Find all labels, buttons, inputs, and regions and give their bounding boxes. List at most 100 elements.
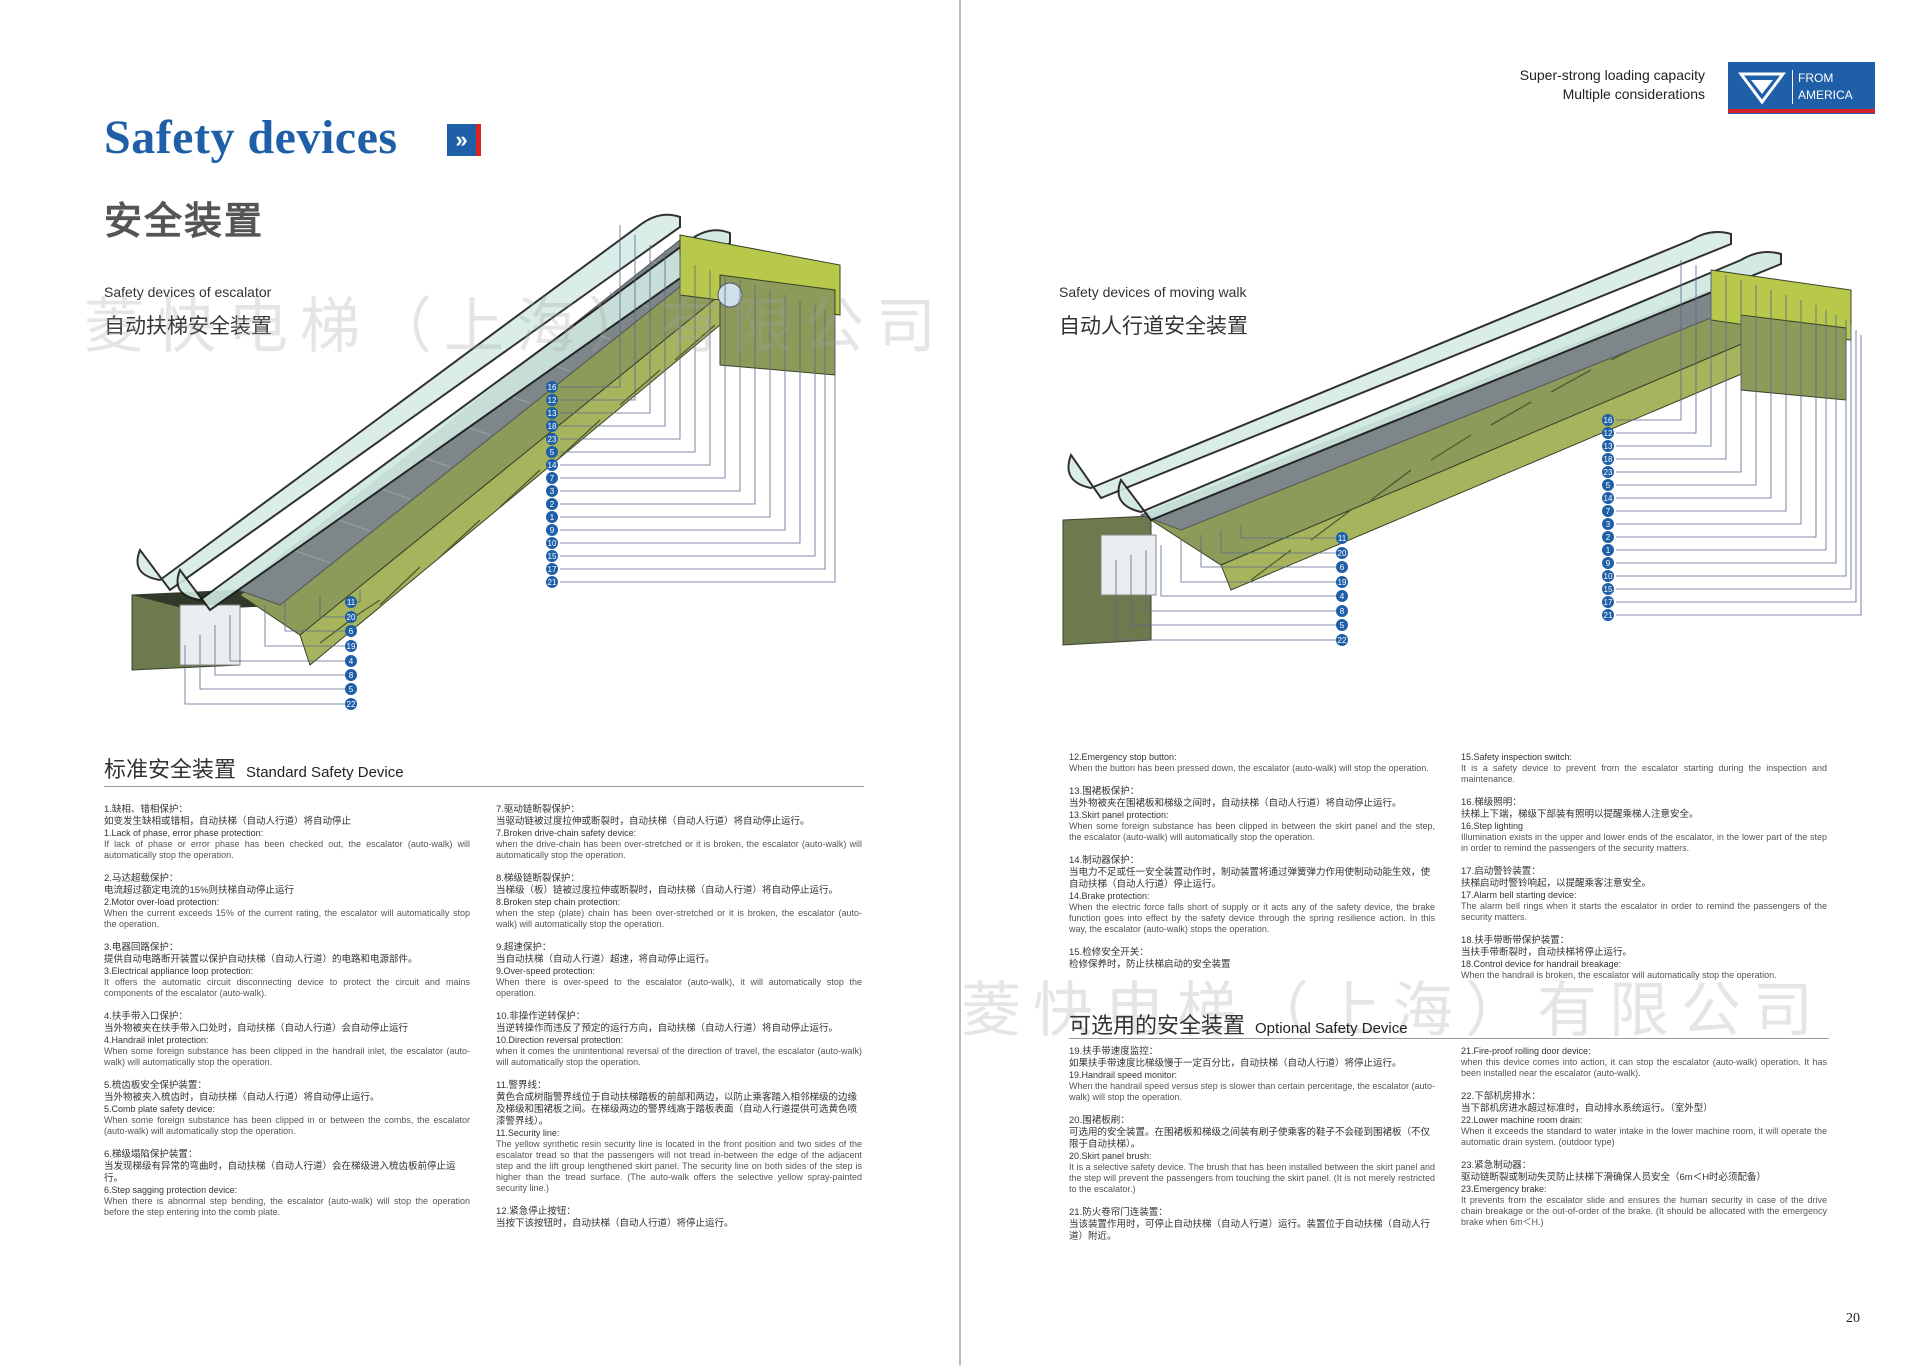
item-title-en: 19.Handrail speed monitor:: [1069, 1070, 1178, 1080]
item-desc-cn: 当梯级（板）链被过度拉伸或断裂时，自动扶梯（自动人行道）将自动停止运行。: [496, 885, 839, 896]
callout: 13: [1604, 442, 1613, 451]
callout: 16: [548, 383, 557, 392]
item-desc-en: If lack of phase or error phase has been…: [104, 839, 470, 860]
item-title-en: 23.Emergency brake:: [1461, 1184, 1547, 1194]
callout: 20: [1338, 549, 1347, 558]
section-title-cn: 可选用的安全装置: [1069, 1013, 1246, 1038]
item-desc-en: when the step (plate) chain has been ove…: [496, 908, 862, 929]
moving-walk-subtitle-en: Safety devices of moving walk: [1059, 284, 1247, 300]
section-rule: [104, 786, 864, 787]
item-title-cn: 2.马达超载保护：: [104, 873, 179, 884]
item-title-en: 15.Safety inspection switch:: [1461, 752, 1573, 762]
safety-item: 12.Emergency stop button:When the button…: [1069, 752, 1435, 774]
callout: 23: [1604, 468, 1613, 477]
item-desc-en: When the handrail speed versus step is s…: [1069, 1081, 1435, 1102]
item-desc-en: When there is abnormal step bending, the…: [104, 1196, 470, 1217]
right-page: Super-strong loading capacity Multiple c…: [961, 0, 1920, 1365]
callout: 17: [548, 565, 557, 574]
item-title-cn: 12.紧急停止按钮：: [496, 1206, 576, 1217]
item-desc-cn: 当发现梯级有异常的弯曲时，自动扶梯（自动人行道）会在梯级进入梳齿板前停止运行。: [104, 1161, 456, 1184]
item-desc-en: Illumination exists in the upper and low…: [1461, 832, 1827, 853]
callout: 22: [1338, 636, 1347, 645]
item-title-cn: 10.非操作逆转保护：: [496, 1011, 586, 1022]
item-desc-cn: 如果扶手带速度比梯级慢于一定百分比，自动扶梯（自动人行道）将停止运行。: [1069, 1058, 1402, 1069]
callout: 10: [1604, 572, 1613, 581]
item-desc-en: When the button has been pressed down, t…: [1069, 763, 1429, 773]
item-desc-cn: 扶梯上下端，梯级下部装有照明以提醒乘梯人注意安全。: [1461, 809, 1699, 820]
callout: 10: [548, 539, 557, 548]
callout: 21: [1604, 611, 1613, 620]
item-desc-en: When the electric force falls short of s…: [1069, 902, 1435, 934]
standard-col-3: 12.Emergency stop button:When the button…: [1069, 752, 1435, 983]
item-title-cn: 14.制动器保护：: [1069, 855, 1140, 866]
safety-item: 11.警界线：黄色合成树脂警界线位于自动扶梯踏板的前部和两边，以防止乘客踏入相邻…: [496, 1080, 862, 1194]
item-title-cn: 20.围裙板刷：: [1069, 1115, 1130, 1126]
logo-mark-icon: [1738, 72, 1786, 105]
callout: 14: [548, 461, 557, 470]
callout: 9: [550, 526, 555, 535]
lower-callouts: 11 20 6 19 4 8 5 22: [345, 596, 357, 710]
optional-col-1: 19.扶手带速度监控：如果扶手带速度比梯级慢于一定百分比，自动扶梯（自动人行道）…: [1069, 1046, 1435, 1255]
brand-logo: FROM AMERICA: [1728, 62, 1875, 114]
item-desc-cn: 驱动链断裂或制动失灵防止扶梯下滑确保人员安全（6m＜H时必须配备）: [1461, 1172, 1767, 1183]
safety-item: 21.Fire-proof rolling door device:when t…: [1461, 1046, 1827, 1079]
callout: 5: [1606, 481, 1611, 490]
item-title-en: 17.Alarm bell starting device:: [1461, 890, 1577, 900]
item-desc-cn: 电流超过额定电流的15%则扶梯自动停止运行: [104, 885, 295, 896]
callout: 19: [347, 642, 356, 651]
page-title-cn: 安全装置: [104, 201, 265, 243]
callout: 6: [1340, 563, 1345, 572]
callout: 12: [1604, 429, 1613, 438]
tagline-line-2: Multiple considerations: [1562, 86, 1705, 102]
item-title-cn: 22.下部机房排水：: [1461, 1091, 1541, 1102]
item-desc-en: When some foreign substance has been cli…: [104, 1115, 470, 1136]
item-title-cn: 15.检修安全开关：: [1069, 947, 1149, 958]
safety-item: 3.电器回路保护：提供自动电路断开装置以保护自动扶梯（自动人行道）的电路和电源部…: [104, 942, 470, 999]
item-title-cn: 16.梯级照明：: [1461, 797, 1522, 808]
standard-col-2: 7.驱动链断裂保护：当驱动链被过度拉伸或断裂时，自动扶梯（自动人行道）将自动停止…: [496, 804, 862, 1242]
item-title-en: 5.Comb plate safety device:: [104, 1104, 216, 1114]
item-desc-en: The alarm bell rings when it starts the …: [1461, 901, 1827, 922]
safety-item: 15.Safety inspection switch:It is a safe…: [1461, 752, 1827, 785]
item-title-cn: 1.缺相、错相保护：: [104, 804, 188, 815]
safety-item: 16.梯级照明：扶梯上下端，梯级下部装有照明以提醒乘梯人注意安全。16.Step…: [1461, 797, 1827, 854]
callout: 1: [550, 513, 555, 522]
item-title-en: 4.Handrail inlet protection:: [104, 1035, 209, 1045]
item-desc-cn: 提供自动电路断开装置以保护自动扶梯（自动人行道）的电路和电源部件。: [104, 954, 418, 965]
callout: 1: [1606, 546, 1611, 555]
safety-item: 20.围裙板刷：可选用的安全装置。在围裙板和梯级之间装有刷子使乘客的鞋子不会碰到…: [1069, 1115, 1435, 1195]
callout: 6: [349, 627, 354, 636]
item-desc-en: When there is over-speed to the escalato…: [496, 977, 862, 998]
item-title-cn: 5.梳齿板安全保护装置：: [104, 1080, 207, 1091]
callout: 3: [550, 487, 555, 496]
item-desc-en: It prevents from the escalator slide and…: [1461, 1195, 1827, 1227]
standard-col-4: 15.Safety inspection switch:It is a safe…: [1461, 752, 1827, 993]
item-title-en: 22.Lower machine room drain:: [1461, 1115, 1583, 1125]
item-desc-cn: 当扶手带断裂时，自动扶梯将停止运行。: [1461, 947, 1633, 958]
safety-item: 18.扶手带断带保护装置：当扶手带断裂时，自动扶梯将停止运行。18.Contro…: [1461, 935, 1827, 981]
callout: 4: [349, 657, 354, 666]
lower-callouts: 11 20 6 19 4 8 5 22: [1336, 532, 1348, 646]
title-arrow-icon: »: [447, 124, 481, 156]
callout: 20: [347, 613, 356, 622]
item-title-cn: 3.电器回路保护：: [104, 942, 179, 953]
upper-callouts: 16 12 13 18 23 5 14 7 3 2 1 9 10 15 17 2…: [1602, 414, 1614, 621]
item-title-cn: 6.梯级塌陷保护装置：: [104, 1149, 198, 1160]
upper-callouts: 16 12 13 18 23 5 14 7 3 2 1 9 10 15 17 2…: [546, 381, 558, 588]
item-desc-en: It is a selective safety device. The bru…: [1069, 1162, 1435, 1194]
page-title-en: Safety devices: [104, 111, 398, 164]
callout: 5: [550, 448, 555, 457]
item-desc-en: when it comes the unintentional reversal…: [496, 1046, 862, 1067]
escalator-subtitle-en: Safety devices of escalator: [104, 284, 272, 300]
safety-item: 21.防火卷帘门连装置：当该装置作用时，可停止自动扶梯（自动人行道）运行。装置位…: [1069, 1207, 1435, 1243]
safety-item: 10.非操作逆转保护：当逆转操作而违反了预定的运行方向，自动扶梯（自动人行道）将…: [496, 1011, 862, 1068]
callout: 9: [1606, 559, 1611, 568]
callout: 5: [349, 685, 354, 694]
page-number: 20: [1846, 1311, 1860, 1326]
item-title-en: 16.Step lighting: [1461, 821, 1524, 831]
